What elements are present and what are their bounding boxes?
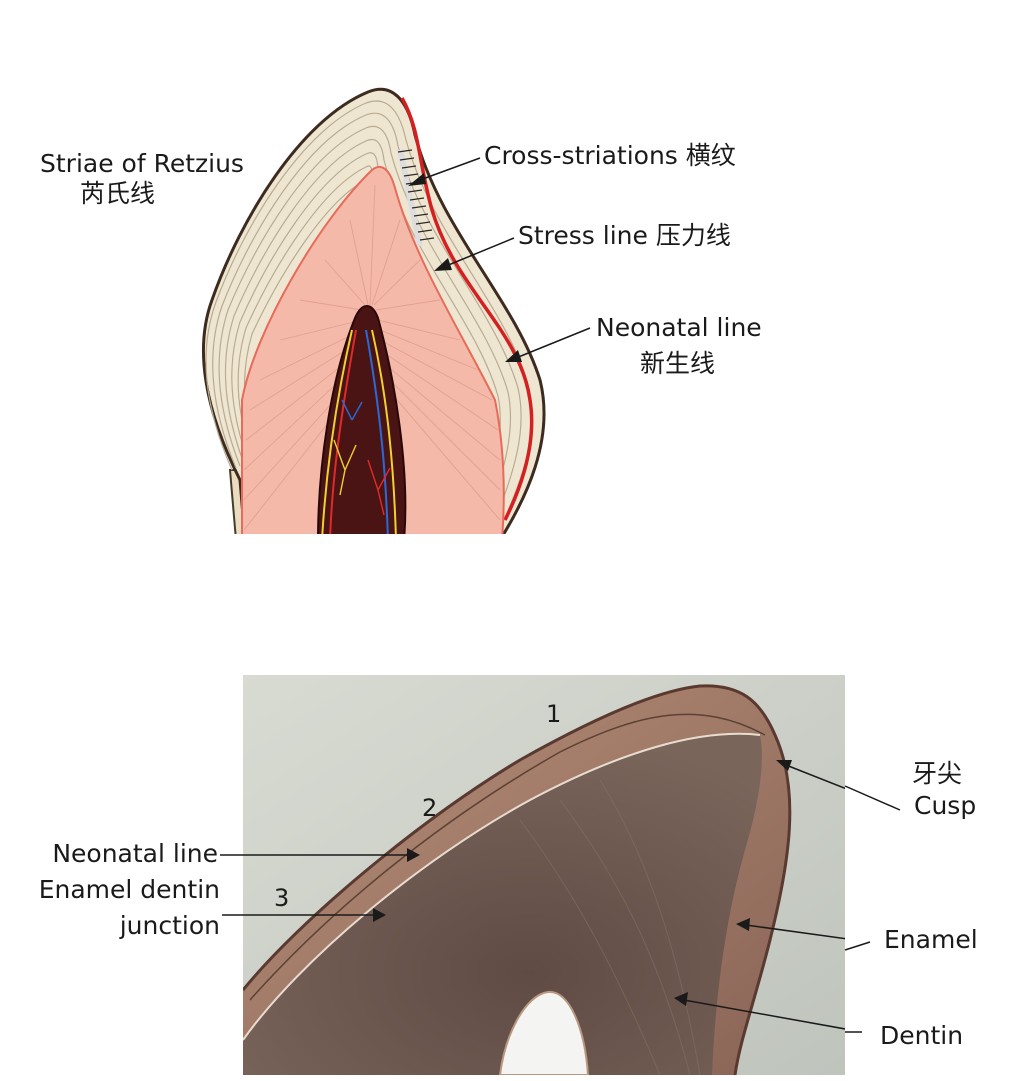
label-dentin: Dentin (880, 1021, 964, 1050)
photo-number-2: 2 (422, 794, 438, 822)
photo-edj (243, 732, 761, 1041)
label-neonatal-line-cn: 新生线 (640, 349, 716, 378)
pulp-nerve (371, 329, 397, 534)
neonatal-line-leader (515, 327, 591, 359)
tooth-diagram (202, 87, 591, 534)
label-striae-of-retzius-cn: 芮氏线 (80, 179, 156, 208)
photo-number-3: 3 (274, 884, 290, 912)
cross-striations-leader (419, 157, 481, 181)
label-striae-of-retzius: Striae of Retzius (40, 149, 244, 178)
photo-dentin (243, 733, 762, 1075)
label-enamel-dentin-2: junction (119, 911, 220, 940)
photo-number-1: 1 (546, 700, 562, 728)
pulp-vein (365, 329, 389, 534)
label-cusp-cn: 牙尖 (912, 759, 963, 788)
photo-pulp (498, 990, 590, 1075)
label-stress-line: Stress line 压力线 (518, 221, 731, 250)
cross-striations (397, 149, 435, 247)
label-neonatal-line: Neonatal line (596, 313, 762, 342)
label-cusp: Cusp (914, 791, 977, 820)
label-photo-neonatal-line: Neonatal line (52, 839, 218, 868)
enamel-leader (745, 924, 845, 940)
pulp-nerve-2 (321, 329, 353, 534)
pulp-capillaries (333, 399, 391, 516)
dentin-leader (683, 999, 845, 1030)
pulp-artery (329, 329, 357, 534)
neonatal-line (400, 97, 534, 521)
micrograph (243, 675, 845, 1075)
photo-neonatal-line (249, 713, 766, 1001)
cusp-leader (785, 764, 845, 790)
label-enamel: Enamel (884, 925, 978, 954)
pulp-chamber (317, 305, 407, 534)
stress-line-leader (445, 237, 515, 267)
label-cross-striations: Cross-striations 横纹 (484, 141, 736, 170)
label-enamel-dentin-1: Enamel dentin (38, 875, 220, 904)
